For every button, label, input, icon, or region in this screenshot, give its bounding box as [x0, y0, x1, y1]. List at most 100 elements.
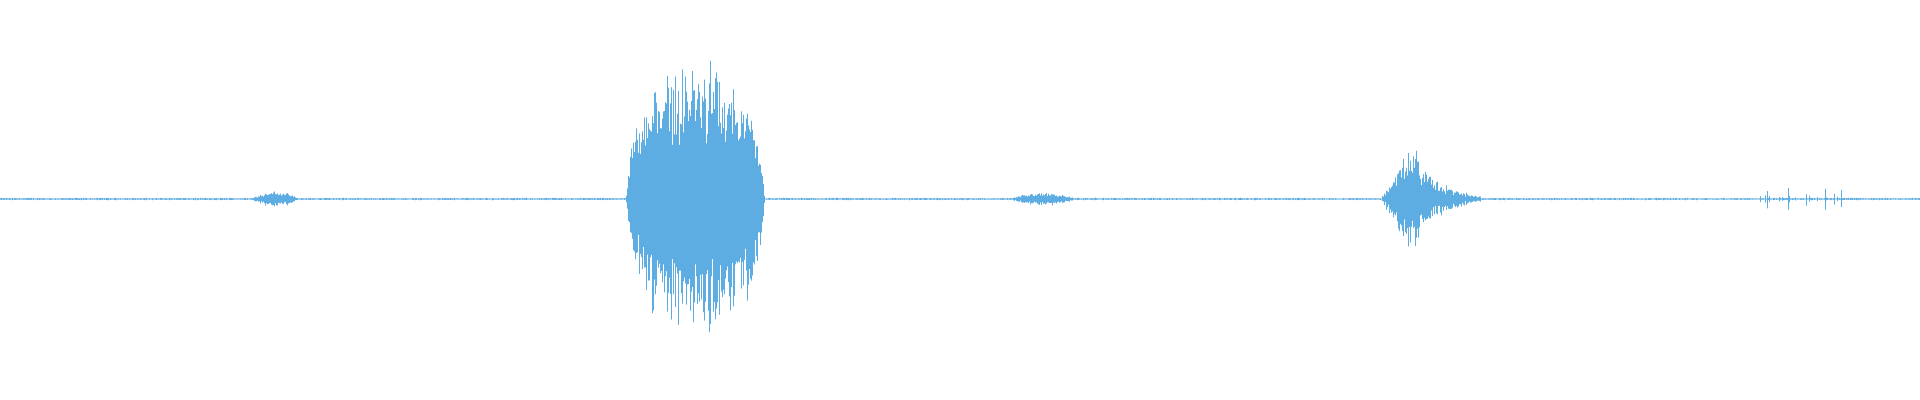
waveform-sample	[1111, 198, 1112, 200]
waveform-sample	[342, 198, 343, 201]
waveform-sample	[1788, 188, 1789, 210]
waveform-sample	[271, 193, 272, 205]
waveform-sample	[53, 198, 54, 200]
waveform-sample	[577, 198, 578, 200]
waveform-sample	[1246, 198, 1247, 200]
waveform-sample	[480, 198, 481, 201]
waveform-sample	[476, 198, 477, 200]
waveform-sample	[945, 198, 946, 200]
waveform-sample	[520, 198, 521, 200]
waveform-sample	[1310, 198, 1311, 200]
waveform-sample	[1747, 198, 1748, 200]
waveform-sample	[1095, 197, 1096, 201]
waveform-sample	[437, 198, 438, 200]
waveform-sample	[39, 197, 40, 201]
waveform-sample	[490, 198, 491, 200]
waveform-sample	[1605, 198, 1606, 200]
waveform-sample	[345, 198, 346, 200]
waveform-sample	[588, 198, 589, 200]
waveform-sample	[270, 193, 271, 204]
waveform-sample	[284, 195, 285, 203]
waveform-sample	[850, 198, 851, 201]
waveform-sample	[1077, 197, 1078, 201]
waveform-sample	[1162, 198, 1163, 200]
waveform-sample	[1810, 198, 1811, 200]
waveform-sample	[739, 138, 740, 263]
waveform-sample	[243, 198, 244, 200]
waveform-sample	[456, 198, 457, 200]
waveform-sample	[430, 198, 431, 200]
waveform-sample	[73, 198, 74, 200]
waveform-sample	[1056, 195, 1057, 204]
waveform-sample	[1423, 174, 1424, 223]
waveform-sample	[288, 194, 289, 204]
waveform-sample	[168, 198, 169, 200]
waveform-sample	[1764, 198, 1765, 200]
waveform-sample	[924, 197, 925, 200]
waveform-sample	[492, 198, 493, 201]
waveform-sample	[754, 140, 755, 265]
waveform-sample	[1759, 198, 1760, 200]
waveform-sample	[486, 198, 487, 200]
waveform-sample	[107, 198, 108, 201]
waveform-sample	[1105, 198, 1106, 200]
waveform-sample	[245, 198, 246, 201]
waveform-sample	[1816, 198, 1817, 200]
waveform-sample	[1403, 158, 1404, 236]
waveform-sample	[1912, 197, 1913, 201]
waveform-sample	[1407, 175, 1408, 229]
waveform-sample	[1656, 197, 1657, 201]
waveform-sample	[686, 91, 687, 305]
waveform-sample	[716, 72, 717, 309]
waveform-sample	[303, 198, 304, 200]
waveform-sample	[1361, 198, 1362, 200]
waveform-sample	[1672, 198, 1673, 200]
waveform-sample	[646, 117, 647, 290]
waveform-sample	[705, 98, 706, 302]
waveform-sample	[1724, 198, 1725, 200]
waveform-sample	[474, 198, 475, 200]
waveform-sample	[1807, 198, 1808, 200]
waveform-sample	[162, 198, 163, 200]
waveform-sample	[1125, 198, 1126, 200]
waveform-sample	[1255, 197, 1256, 201]
waveform-sample	[1085, 198, 1086, 201]
waveform-sample	[1093, 198, 1094, 200]
waveform-sample	[1521, 198, 1522, 200]
waveform-sample	[1677, 198, 1678, 200]
waveform-sample	[1915, 198, 1916, 200]
waveform-sample	[1874, 198, 1875, 200]
waveform-sample	[163, 198, 164, 200]
waveform-sample	[1269, 198, 1270, 200]
waveform-sample	[1777, 198, 1778, 200]
waveform-sample	[687, 101, 688, 285]
waveform-sample	[956, 198, 957, 200]
waveform-sample	[837, 197, 838, 201]
waveform-sample	[1540, 198, 1541, 200]
waveform-sample	[821, 198, 822, 200]
waveform-sample	[601, 198, 602, 200]
waveform-sample	[1518, 198, 1519, 201]
waveform-sample	[931, 198, 932, 200]
waveform-sample	[376, 198, 377, 200]
waveform-sample	[1914, 198, 1915, 200]
waveform-sample	[995, 198, 996, 200]
waveform-sample	[1023, 195, 1024, 203]
waveform-sample	[719, 82, 720, 315]
waveform-sample	[541, 198, 542, 200]
waveform-sample	[1848, 197, 1849, 200]
waveform-sample	[1538, 198, 1539, 200]
waveform-sample	[1829, 198, 1830, 200]
waveform-sample	[494, 198, 495, 200]
waveform-sample	[849, 198, 850, 200]
waveform-sample	[338, 198, 339, 200]
waveform-sample	[1481, 198, 1482, 200]
waveform-sample	[50, 198, 51, 200]
waveform-sample	[1045, 194, 1046, 205]
waveform-sample	[359, 198, 360, 200]
waveform-sample	[1725, 198, 1726, 200]
waveform-sample	[459, 198, 460, 200]
waveform-sample	[1528, 198, 1529, 200]
